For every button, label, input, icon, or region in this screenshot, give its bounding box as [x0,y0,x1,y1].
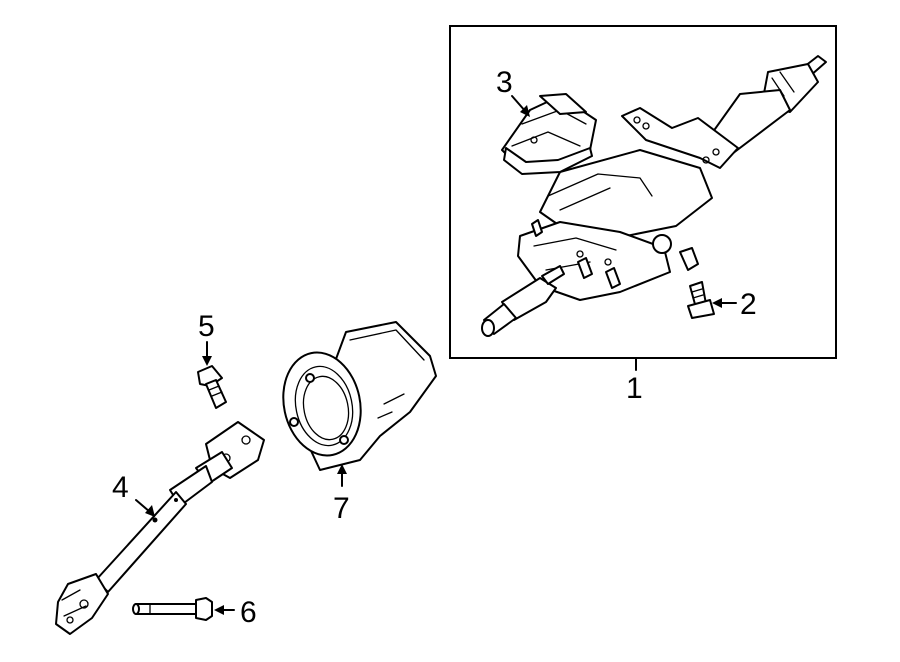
steering-column-assembly [481,55,827,337]
steering-column-housing-part-7 [282,321,437,471]
callout-4: 4 [112,471,129,504]
callout-3: 3 [496,66,513,99]
callout-5: 5 [198,310,215,343]
bolt-part-2 [687,281,715,319]
column-module-part-3 [501,93,597,175]
assembly-callout-box [449,25,837,359]
callout-1: 1 [626,372,643,405]
intermediate-shaft-part-4 [55,421,265,635]
callout-7: 7 [333,492,350,525]
callout-6: 6 [240,596,257,629]
bolt-part-6 [132,597,213,621]
callout-2: 2 [740,288,757,321]
callout-leaders [135,95,737,615]
bolt-part-5 [197,365,227,409]
